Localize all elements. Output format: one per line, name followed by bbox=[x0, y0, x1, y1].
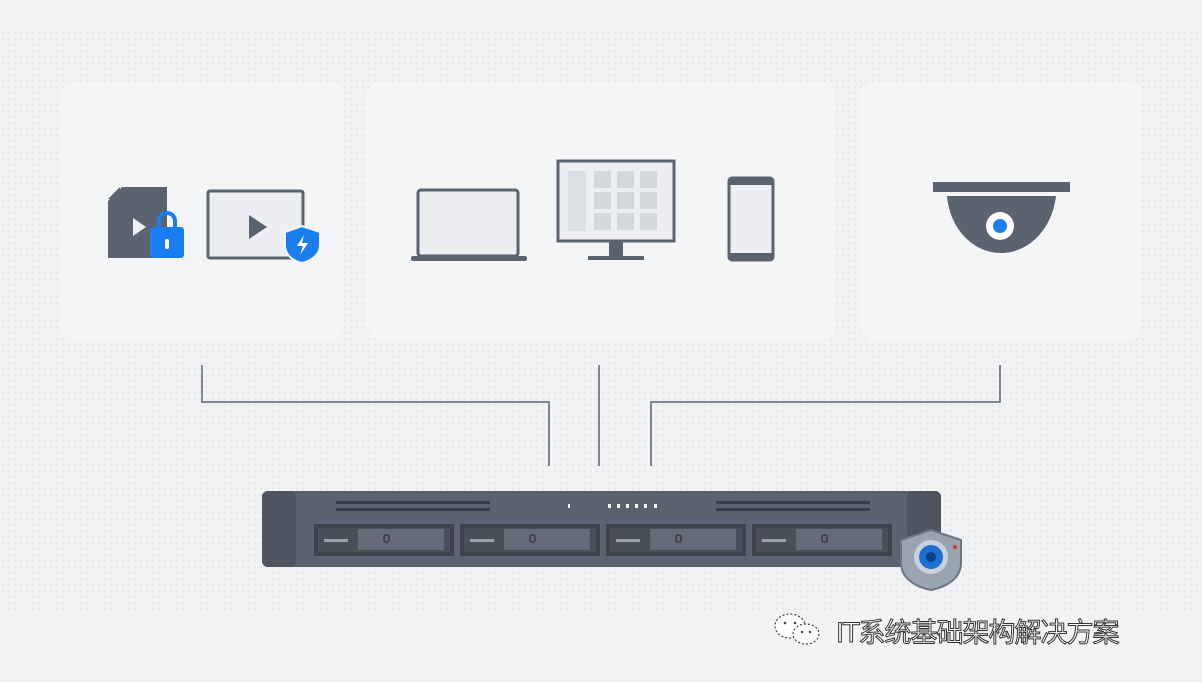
desktop-monitor-icon bbox=[556, 159, 676, 260]
wechat-icon bbox=[774, 613, 820, 645]
locked-video-file-icon bbox=[108, 187, 184, 258]
security-camera-shield-icon bbox=[900, 528, 962, 592]
dome-camera-icon bbox=[933, 182, 1070, 253]
laptop-icon bbox=[411, 188, 527, 261]
watermark-text: IT系统基础架构解决方案 bbox=[835, 617, 1119, 649]
drive-bay bbox=[752, 524, 892, 556]
protected-video-player-icon bbox=[206, 189, 321, 265]
status-leds bbox=[568, 504, 657, 508]
smartphone-icon bbox=[727, 176, 775, 262]
rackmount-nas-icon bbox=[262, 491, 941, 567]
connector-left bbox=[201, 365, 550, 466]
connector-right bbox=[650, 365, 1001, 466]
drive-bay bbox=[460, 524, 600, 556]
connector-lines bbox=[201, 365, 1001, 466]
watermark: IT系统基础架构解决方案 bbox=[770, 610, 1120, 650]
drive-bay bbox=[314, 524, 454, 556]
drive-bay bbox=[606, 524, 746, 556]
